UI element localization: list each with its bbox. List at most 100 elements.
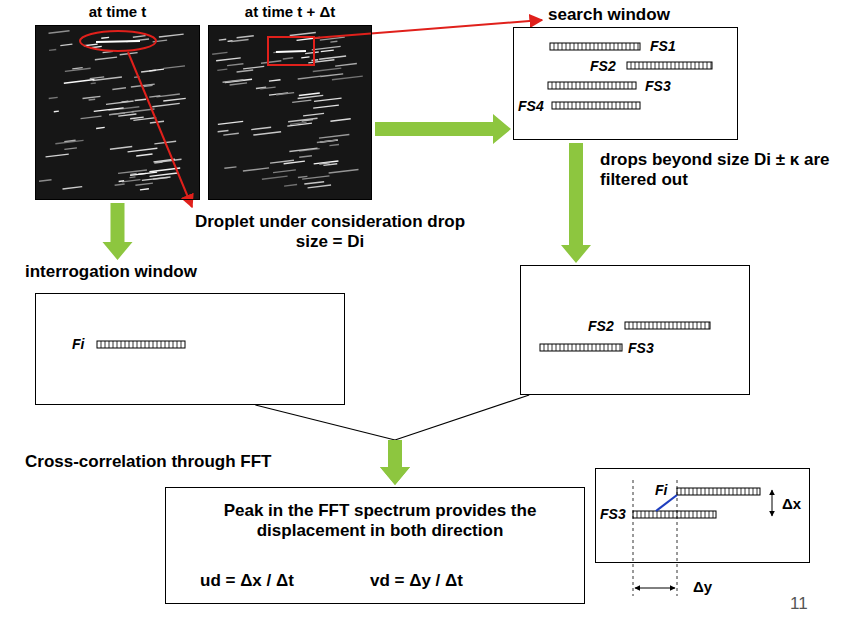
droplet-streak: [329, 169, 359, 173]
bar-hatch: [645, 322, 646, 329]
bar-hatch: [177, 341, 178, 348]
flow-arrow: [380, 395, 529, 485]
droplet-streak: [314, 98, 342, 101]
bar-hatch: [608, 344, 609, 351]
droplet-streak: [218, 130, 229, 131]
droplet-streak: [135, 99, 146, 100]
droplet-streak: [46, 154, 69, 157]
box-text: FS2: [588, 318, 614, 335]
droplet-streak: [313, 105, 339, 108]
bar-hatch: [701, 488, 702, 495]
droplet-streak: [313, 68, 342, 71]
bar-hatch: [745, 488, 746, 495]
bar-outline: [540, 344, 622, 351]
bar-hatch: [564, 344, 565, 351]
droplet-streak: [65, 68, 91, 71]
bar-hatch: [689, 511, 690, 518]
droplet-streak: [54, 110, 59, 112]
bar-hatch: [616, 344, 617, 351]
diagram-box: at time t: [35, 3, 200, 200]
box-text: Fi: [72, 336, 84, 353]
bar-hatch: [697, 488, 698, 495]
droplet-streak: [130, 172, 157, 175]
bar-hatch: [673, 322, 674, 329]
bar-hatch: [606, 43, 607, 50]
droplet-streak: [64, 80, 95, 84]
droplet-streak: [63, 187, 83, 189]
bar-hatch: [757, 488, 758, 495]
edge-label: drops beyond size Di ± κ are filtered ou…: [600, 150, 850, 191]
droplet-streak: [136, 154, 152, 156]
bar-hatch: [576, 82, 577, 89]
bar-hatch: [584, 82, 585, 89]
bar-hatch: [564, 82, 565, 89]
dimension-arrow: [772, 490, 773, 516]
bar-hatch: [641, 511, 642, 518]
droplet-streak: [321, 50, 334, 52]
merge-line: [395, 395, 529, 440]
droplet-streak: [83, 96, 101, 98]
bar-hatch: [647, 62, 648, 69]
bar-hatch: [635, 62, 636, 69]
page-number: 11: [790, 594, 808, 614]
bar-hatch: [582, 43, 583, 50]
box-text: FS3: [645, 78, 671, 95]
bar-hatch: [566, 43, 567, 50]
droplet-streak: [112, 88, 126, 90]
droplet-streak: [64, 140, 75, 141]
droplet-streak: [290, 32, 316, 35]
bar-hatch: [572, 82, 573, 89]
bar-outline: [633, 511, 716, 518]
droplet-streak: [152, 103, 179, 106]
bar-hatch: [695, 62, 696, 69]
droplet-streak: [49, 31, 70, 34]
bar-hatch: [558, 43, 559, 50]
droplet-bar: [677, 488, 760, 495]
box-text: Fi: [655, 482, 667, 499]
bar-hatch: [554, 43, 555, 50]
bar-hatch: [701, 322, 702, 329]
droplet-streak: [332, 76, 363, 80]
bar-hatch: [620, 344, 621, 351]
bar-hatch: [711, 62, 712, 69]
bar-hatch: [667, 62, 668, 69]
bar-hatch: [753, 488, 754, 495]
droplet-streak: [81, 116, 102, 119]
bar-hatch: [149, 341, 150, 348]
bar-hatch: [588, 102, 589, 109]
bar-hatch: [679, 62, 680, 69]
bar-hatch: [109, 341, 110, 348]
bar-hatch: [620, 102, 621, 109]
bar-hatch: [584, 102, 585, 109]
bar-hatch: [129, 341, 130, 348]
box-text: FS3: [628, 340, 654, 357]
bar-hatch: [578, 43, 579, 50]
droplet-streak: [49, 97, 58, 98]
droplet-streak: [224, 167, 236, 168]
bar-hatch: [681, 322, 682, 329]
droplet-streak: [276, 51, 306, 52]
bar-hatch: [638, 43, 639, 50]
droplet-streak: [223, 133, 238, 135]
bar-hatch: [659, 62, 660, 69]
bar-hatch: [677, 322, 678, 329]
droplet-streak: [122, 180, 140, 182]
bar-hatch: [596, 82, 597, 89]
droplet-streak: [290, 122, 306, 124]
flow-arrow: [255, 405, 410, 485]
bar-hatch: [685, 511, 686, 518]
bar-hatch: [602, 43, 603, 50]
bar-hatch: [691, 62, 692, 69]
bar-hatch: [671, 62, 672, 69]
droplet-streak: [90, 77, 104, 79]
droplet-streak: [317, 140, 337, 142]
bar-hatch: [590, 43, 591, 50]
bar-hatch: [622, 43, 623, 50]
bar-hatch: [568, 82, 569, 89]
bar-hatch: [612, 102, 613, 109]
bar-hatch: [562, 43, 563, 50]
droplet-streak: [149, 69, 164, 71]
block-arrow: [375, 114, 511, 144]
bar-hatch: [161, 341, 162, 348]
box-text: Δx: [782, 495, 801, 513]
